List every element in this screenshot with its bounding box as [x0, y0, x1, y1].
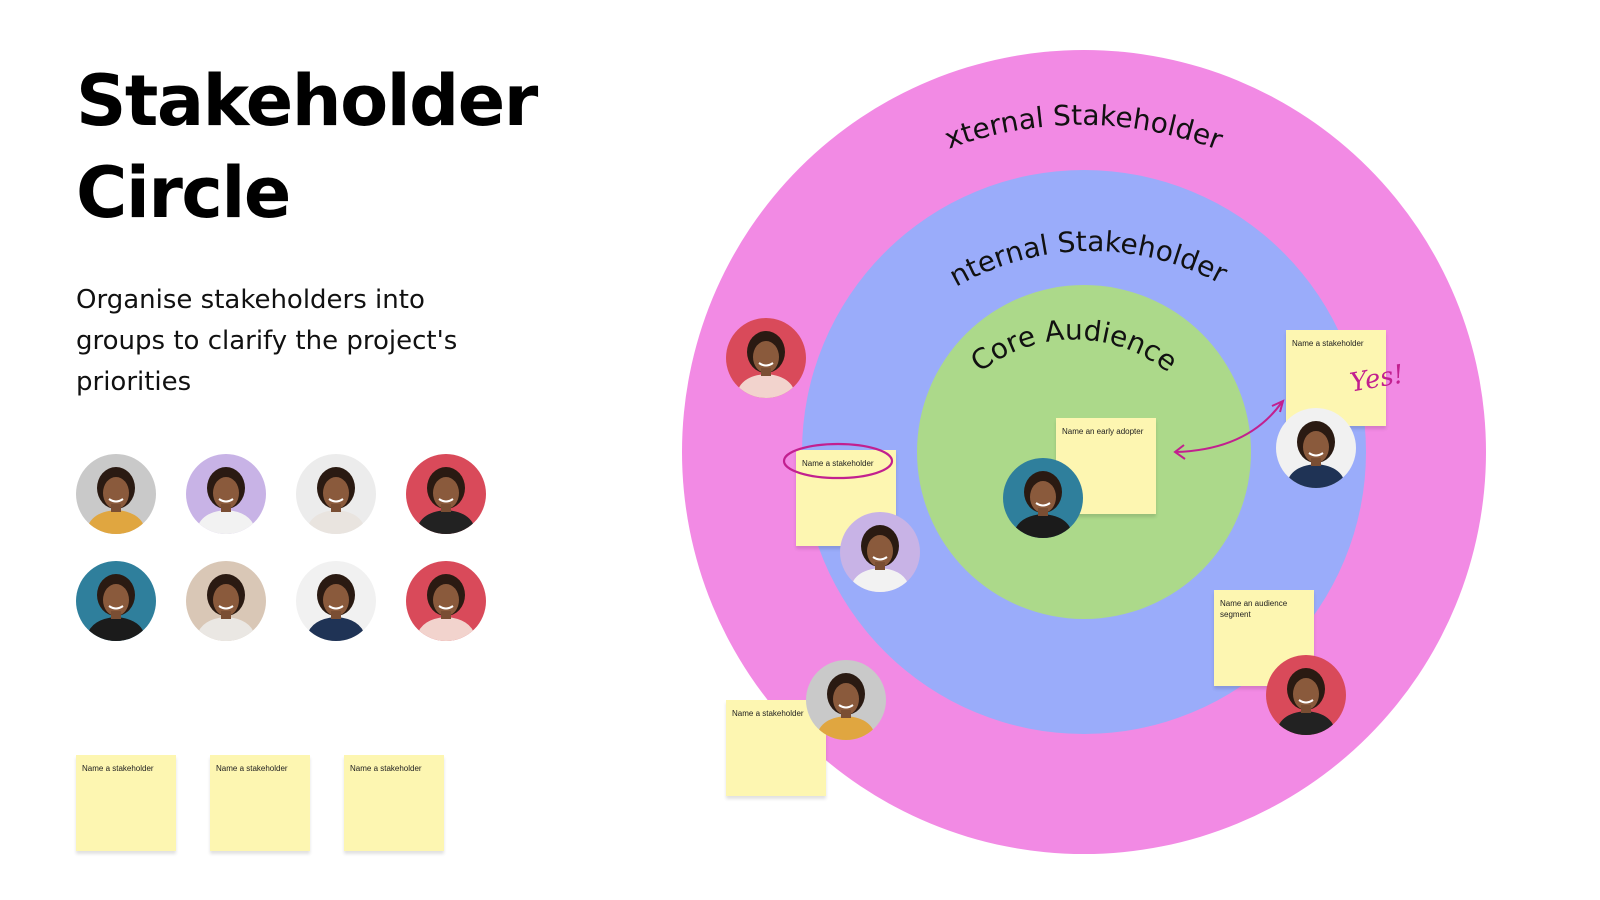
portrait-icon	[806, 660, 886, 740]
avatar-placed-external-bottom[interactable]	[806, 660, 886, 740]
avatar-woman-beige[interactable]	[186, 561, 266, 641]
sticky-note-text: Name a stakeholder	[82, 764, 154, 773]
avatar-woman-suit[interactable]	[296, 561, 376, 641]
sticky-note-text: Name an audience segment	[1220, 599, 1288, 619]
avatar-placed-core[interactable]	[1003, 458, 1083, 538]
portrait-icon	[186, 561, 266, 641]
sticky-note-text: Name an early adopter	[1062, 427, 1144, 436]
portrait-icon	[1266, 655, 1346, 735]
sticky-note-palette-3[interactable]: Name a stakeholder	[344, 755, 444, 851]
sticky-note-text: Name a stakeholder	[216, 764, 288, 773]
portrait-icon	[186, 454, 266, 534]
avatar-woman-white[interactable]	[296, 454, 376, 534]
portrait-icon	[76, 561, 156, 641]
curved-arrow	[1174, 401, 1283, 453]
arrow-head-left	[1173, 444, 1186, 460]
sticky-note-text: Name a stakeholder	[1292, 339, 1364, 348]
title-line-2: Circle	[76, 152, 291, 234]
portrait-icon	[840, 512, 920, 592]
portrait-icon	[296, 454, 376, 534]
portrait-icon	[76, 454, 156, 534]
page-subtitle: Organise stakeholders into groups to cla…	[76, 285, 458, 397]
portrait-icon	[406, 561, 486, 641]
sticky-note-text: Name a stakeholder	[802, 459, 874, 468]
portrait-icon	[406, 454, 486, 534]
avatar-man-teal[interactable]	[76, 561, 156, 641]
sticky-note-text: Name a stakeholder	[350, 764, 422, 773]
highlight-loop	[782, 442, 894, 480]
arrow-head-right	[1271, 399, 1285, 413]
avatar-woman-orange[interactable]	[76, 454, 156, 534]
avatar-placed-internal[interactable]	[840, 512, 920, 592]
page-title: Stakeholder Circle	[76, 55, 538, 239]
portrait-icon	[296, 561, 376, 641]
portrait-icon	[726, 318, 806, 398]
avatar-placed-audience[interactable]	[1266, 655, 1346, 735]
sticky-note-palette-1[interactable]: Name a stakeholder	[76, 755, 176, 851]
avatar-woman-rose[interactable]	[406, 561, 486, 641]
sticky-note-text: Name a stakeholder	[732, 709, 804, 718]
avatar-placed-external-right[interactable]	[1276, 408, 1356, 488]
sticky-note-palette-2[interactable]: Name a stakeholder	[210, 755, 310, 851]
avatar-woman-red[interactable]	[406, 454, 486, 534]
avatar-woman-lilac[interactable]	[186, 454, 266, 534]
portrait-icon	[1003, 458, 1083, 538]
title-line-1: Stakeholder	[76, 60, 538, 142]
portrait-icon	[1276, 408, 1356, 488]
avatar-placed-external-left[interactable]	[726, 318, 806, 398]
